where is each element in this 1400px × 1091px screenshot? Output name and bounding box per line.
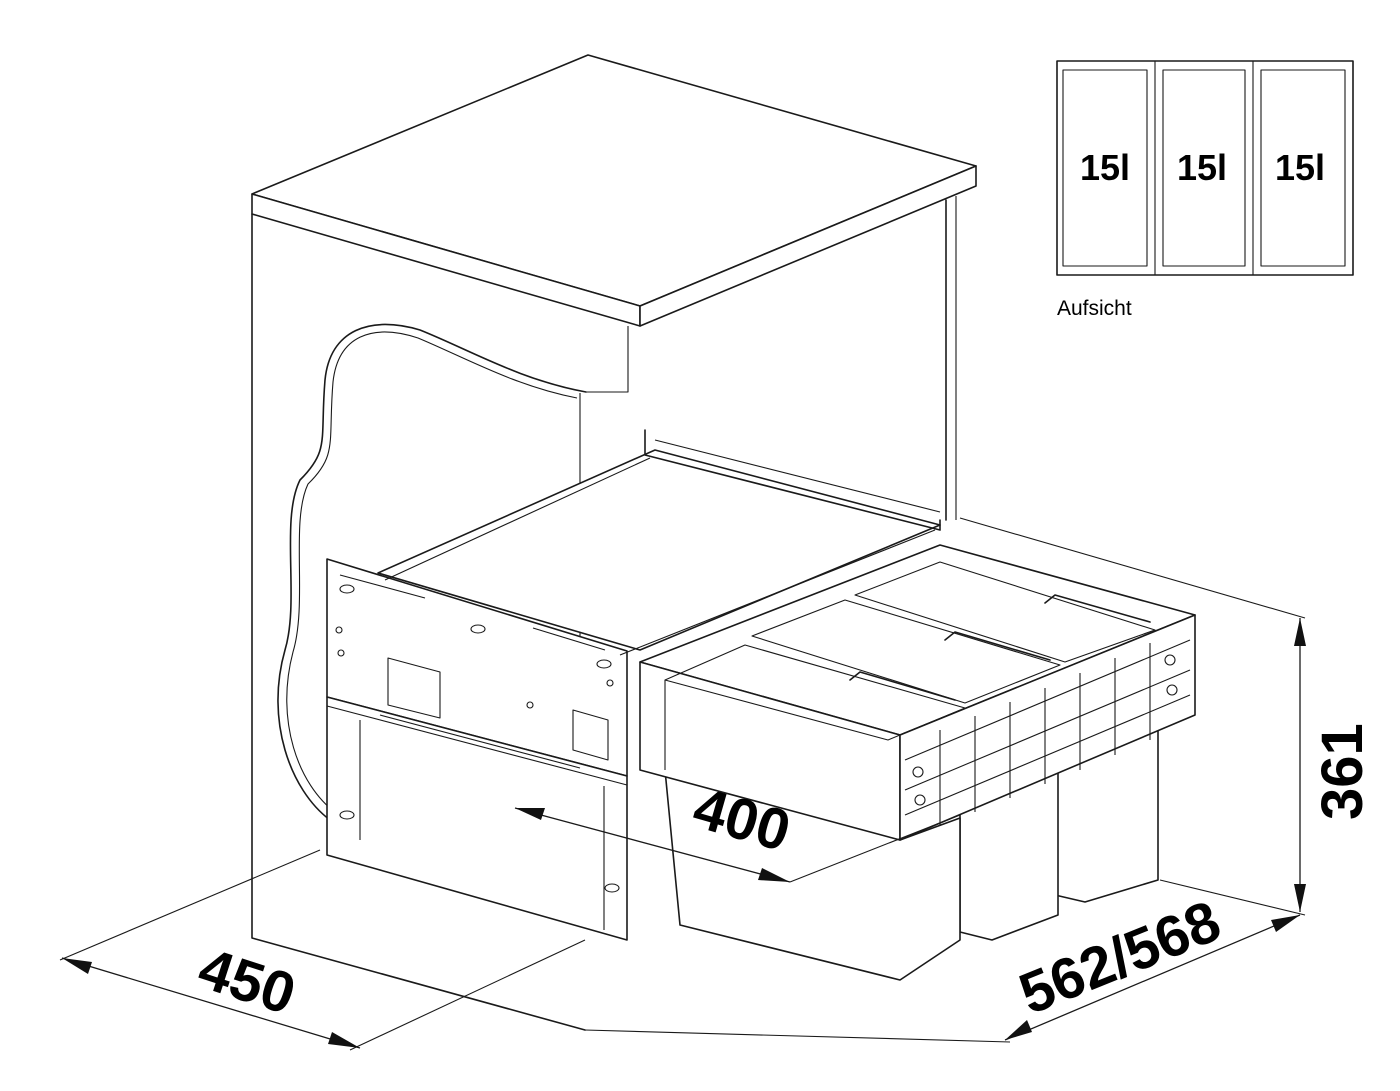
bracket-left: [387, 657, 441, 719]
dim-cabinet-depth-arrow-start: [1005, 1020, 1032, 1040]
top-view: 15l 15l 15l Aufsicht: [1056, 60, 1354, 320]
drawer-front-plate: [326, 558, 628, 941]
countertop-apron: [586, 326, 629, 393]
cabinet-left-side: [251, 213, 586, 1031]
drawer-rail-top: [644, 429, 941, 531]
top-view-slot-3: [1260, 69, 1346, 267]
front-lower-frame: [326, 696, 628, 941]
countertop-top: [251, 54, 977, 307]
bins: [639, 544, 1196, 981]
dim-cabinet-depth-arrow-end: [1271, 915, 1300, 932]
top-view-slot-1: [1062, 69, 1148, 267]
dim-height-arrow-start: [1294, 618, 1306, 646]
dim-height-label: 361: [1310, 723, 1375, 820]
bin-middle-opening: [751, 599, 1061, 704]
compartment-2-volume: 15l: [1177, 147, 1227, 188]
handle-back: [1044, 594, 1151, 623]
compartment-1-volume: 15l: [1080, 147, 1130, 188]
bracket-right: [572, 709, 609, 761]
dim-depth-arrow-start: [515, 808, 545, 820]
drawer-frame: [377, 429, 941, 656]
dim-depth-line: [514, 807, 791, 883]
compartment-3-volume: 15l: [1275, 147, 1325, 188]
countertop-side-edge: [639, 165, 977, 327]
bin-frame-side: [899, 614, 1196, 841]
dim-height-arrow-end: [1294, 884, 1306, 912]
handle-middle: [944, 631, 1051, 661]
dim-cabinet-depth-line: [1004, 914, 1301, 1041]
bin-front-opening: [664, 644, 966, 741]
dim-width-arrow-end: [328, 1032, 360, 1048]
top-view-slot-2: [1162, 69, 1246, 267]
handle-front: [849, 671, 956, 701]
mounting-slots: [335, 574, 620, 893]
frame-lattice: [904, 639, 1191, 826]
dim-depth-arrow-end: [758, 868, 790, 882]
cabinet: [251, 54, 977, 1031]
top-view-caption: Aufsicht: [1057, 297, 1132, 320]
dim-width-line: [61, 957, 361, 1049]
bin-back-opening: [854, 561, 1156, 663]
dim-width-arrow-start: [62, 958, 92, 974]
dim-width-label: 450: [191, 936, 303, 1028]
